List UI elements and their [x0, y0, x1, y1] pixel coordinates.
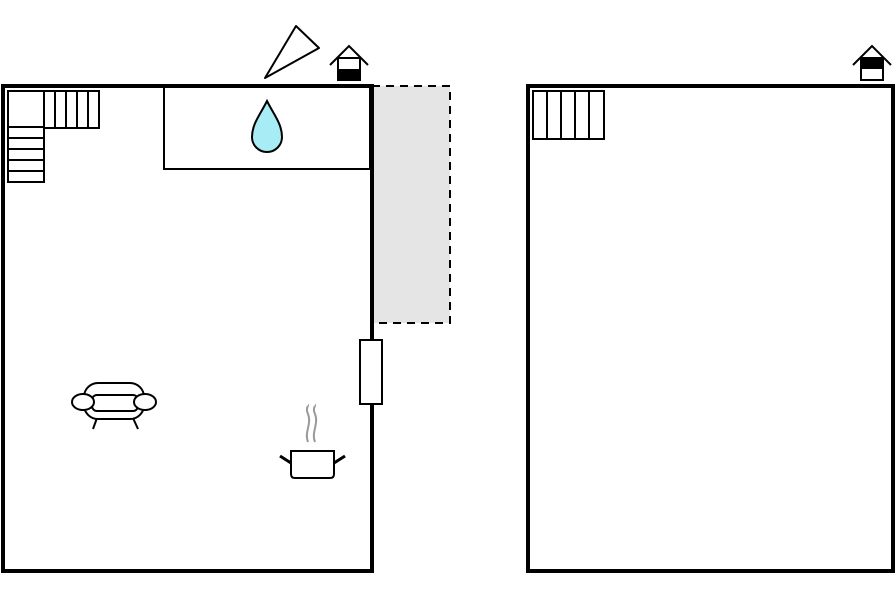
upper-floor-walls [526, 84, 895, 573]
door-icon [359, 339, 383, 405]
north-compass-icon [264, 25, 320, 79]
floor-level-icon [329, 44, 369, 81]
staircase-icon [532, 90, 605, 140]
bathroom [163, 85, 371, 170]
water-drop-icon [250, 98, 284, 153]
cooking-pot-icon [279, 404, 346, 479]
floor-level-icon [852, 44, 892, 81]
ground-floor-walls [1, 84, 374, 573]
ground-floor-plan [1, 25, 451, 573]
sofa-icon [71, 382, 157, 430]
terrace [371, 85, 451, 324]
upper-floor-plan [526, 44, 895, 573]
staircase-icon [7, 90, 100, 183]
